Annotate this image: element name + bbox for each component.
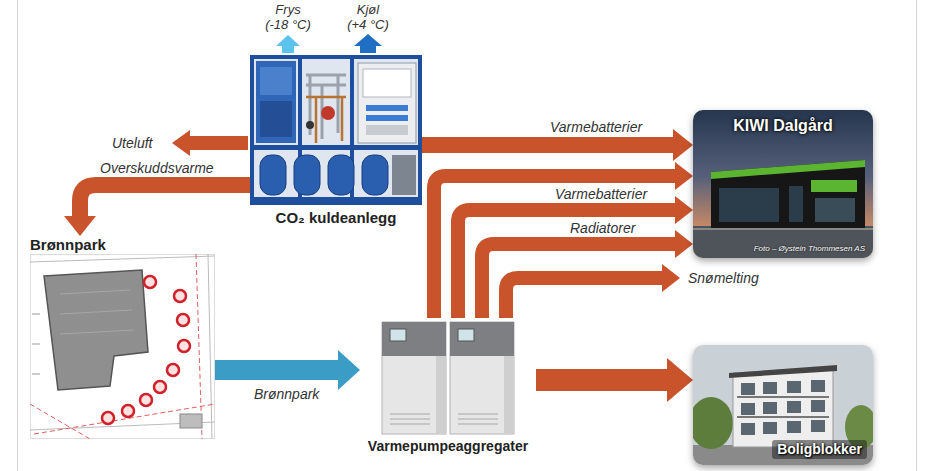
flow-label: Brønnpark	[252, 386, 321, 402]
arrow-head	[673, 129, 693, 161]
arrow-head	[675, 196, 693, 224]
photo-title: KIWI Dalgård	[701, 116, 865, 135]
flow-line	[422, 137, 674, 153]
flow-line	[536, 369, 668, 391]
heat-flow-arrow	[536, 358, 693, 402]
flow-label: Varmebatterier	[553, 186, 649, 202]
freeze-arrow	[276, 35, 300, 53]
photo-title: Boligblokker	[772, 440, 867, 459]
heat-flow-arrow	[458, 196, 693, 318]
photo-credit: Foto – Øystein Thommesen AS	[701, 244, 865, 254]
flow-line	[434, 176, 676, 318]
apartment-photo-box: Boligblokker	[693, 345, 873, 465]
heat-pump-units	[360, 318, 536, 436]
heat-flow-arrow	[482, 230, 693, 318]
flow-label: Radiatorer	[568, 220, 637, 236]
cool-arrow	[354, 34, 382, 53]
co2-unit-illustration	[250, 55, 422, 205]
refrigeration-unit: CO₂ kuldeanlegg	[250, 55, 422, 227]
outdoor-air-arrow	[172, 130, 248, 156]
temperature-label: Kjøl (+4 °C)	[347, 2, 390, 32]
borehole-field: Brønnpark	[30, 236, 215, 439]
arrow-head	[667, 358, 693, 402]
flow-line	[215, 360, 339, 380]
unit-label: CO₂ kuldeanlegg	[250, 209, 422, 227]
arrow-head	[662, 264, 680, 292]
flow-label: Varmebatterier	[548, 119, 644, 135]
flow-line	[506, 278, 663, 318]
flow-line	[80, 185, 250, 217]
store-photo-box: KIWI DalgårdFoto – Øystein Thommesen AS	[693, 110, 873, 258]
heat-flow-arrow	[215, 350, 360, 390]
arrow-head	[675, 230, 693, 258]
arrow-head	[675, 162, 693, 190]
snow-melt-arrow	[506, 264, 680, 318]
flow-line	[482, 244, 676, 318]
borehole-map	[30, 254, 215, 439]
arrow-head	[338, 350, 360, 390]
heat-pump-group: Varmepumpeaggregater	[360, 318, 536, 455]
air-label: Uteluft	[112, 135, 152, 151]
arrow-head	[64, 216, 96, 236]
heat-flow-arrow	[434, 162, 693, 318]
flow-line	[458, 210, 676, 318]
temperature-label: Frys (-18 °C)	[264, 2, 312, 32]
flow-label: Overskuddsvarme	[98, 160, 216, 176]
unit-label: Varmepumpeaggregater	[360, 438, 536, 455]
map-heading: Brønnpark	[30, 236, 215, 254]
usage-label: Snømelting	[688, 270, 759, 286]
heat-flow-arrow	[64, 185, 250, 236]
